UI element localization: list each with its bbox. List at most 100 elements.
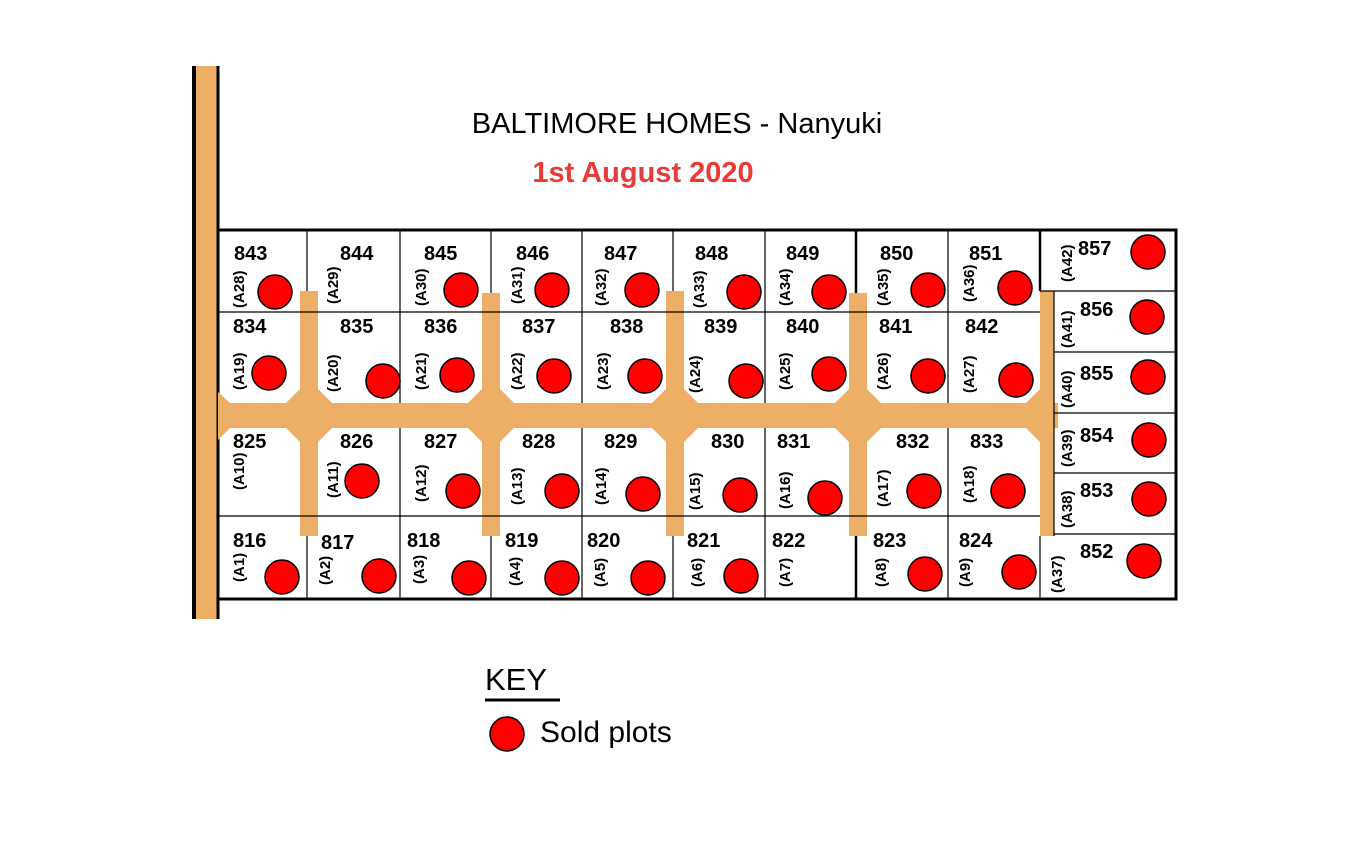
sold-marker — [807, 480, 843, 516]
plot-819[interactable]: 819(A4) — [505, 530, 580, 596]
plot-839[interactable]: 839(A24) — [687, 316, 764, 399]
plot-number: 825 — [233, 431, 266, 453]
plot-code: (A19) — [231, 352, 248, 390]
plot-code: (A21) — [413, 352, 430, 390]
plot-854[interactable]: 854(A39) — [1059, 422, 1167, 467]
sold-marker — [723, 558, 759, 594]
plot-831[interactable]: 831(A16) — [777, 431, 843, 516]
plot-852[interactable]: 852(A37) — [1049, 541, 1162, 593]
plot-837[interactable]: 837(A22) — [509, 316, 572, 394]
plot-843[interactable]: 843(A28) — [231, 243, 293, 310]
page-title: BALTIMORE HOMES - Nanyuki — [472, 108, 882, 140]
plot-817[interactable]: 817(A2) — [317, 532, 397, 594]
plot-code: (A10) — [231, 452, 248, 490]
plot-823[interactable]: 823 (A8) — [873, 530, 943, 592]
plot-844[interactable]: 844(A29) — [325, 243, 374, 304]
plot-838[interactable]: 838(A23) — [595, 316, 663, 394]
sold-marker — [1130, 234, 1166, 270]
plot-846[interactable]: 846(A31) — [509, 243, 570, 308]
plot-842[interactable]: 842(A27) — [961, 316, 1034, 398]
plot-code: (A39) — [1059, 429, 1076, 467]
plot-821[interactable]: 821(A6) — [687, 530, 759, 594]
plot-code: (A26) — [875, 352, 892, 390]
plot-836[interactable]: 836 (A21) — [413, 316, 475, 393]
plot-829[interactable]: 829(A14) — [593, 431, 661, 512]
sold-marker — [544, 473, 580, 509]
plot-number: 822 — [772, 530, 805, 552]
plot-828[interactable]: 828 (A13) — [509, 431, 580, 509]
plot-851[interactable]: 851(A36) — [961, 243, 1033, 306]
plot-number: 843 — [234, 243, 267, 265]
internal-roads — [218, 291, 1058, 536]
sold-marker — [445, 473, 481, 509]
plot-848[interactable]: 848(A33) — [691, 243, 762, 310]
plot-824[interactable]: 824(A9) — [957, 530, 1037, 590]
plot-code: (A7) — [777, 558, 794, 587]
plot-number: 856 — [1080, 299, 1113, 321]
plot-830[interactable]: 830(A15) — [687, 431, 758, 513]
plot-code: (A17) — [875, 469, 892, 507]
plot-853[interactable]: 853(A38) — [1059, 480, 1167, 528]
plot-841[interactable]: 841(A26) — [875, 316, 946, 394]
sold-marker — [811, 356, 847, 392]
plot-code: (A13) — [509, 467, 526, 505]
plot-number: 827 — [424, 431, 457, 453]
plot-code: (A33) — [691, 270, 708, 308]
key-title: KEY — [485, 662, 547, 697]
sold-marker — [257, 274, 293, 310]
plot-number: 852 — [1080, 541, 1113, 563]
plot-816[interactable]: 816(A1) — [231, 530, 300, 595]
plot-number: 828 — [522, 431, 555, 453]
plot-833[interactable]: 833(A18) — [961, 431, 1026, 509]
plot-826[interactable]: 826(A11) — [325, 431, 380, 499]
plot-857[interactable]: 857(A42) — [1059, 234, 1166, 282]
plot-number: 820 — [587, 530, 620, 552]
plot-820[interactable]: 820(A5) — [587, 530, 666, 596]
plot-835[interactable]: 835(A20) — [325, 316, 401, 399]
plot-code: (A31) — [509, 266, 526, 304]
plot-825[interactable]: 825(A10) — [231, 431, 266, 490]
plot-856[interactable]: 856(A41) — [1059, 299, 1165, 348]
plot-code: (A11) — [325, 461, 342, 498]
plot-code: (A16) — [777, 471, 794, 509]
plot-832[interactable]: 832(A17) — [875, 431, 942, 509]
sold-marker — [907, 556, 943, 592]
plot-code: (A25) — [777, 352, 794, 390]
plot-822[interactable]: 822 (A7) — [772, 530, 805, 587]
road-vertical-1 — [300, 291, 318, 536]
plot-number: 823 — [873, 530, 906, 552]
plot-number: 836 — [424, 316, 457, 338]
sold-marker — [624, 272, 660, 308]
sold-marker — [1131, 422, 1167, 458]
plot-840[interactable]: 840(A25) — [777, 316, 847, 392]
plot-850[interactable]: 850(A35) — [875, 243, 946, 308]
plot-code: (A38) — [1059, 490, 1076, 528]
plot-847[interactable]: 847(A32) — [593, 243, 660, 308]
plot-855[interactable]: 855(A40) — [1059, 359, 1166, 408]
sold-marker — [1001, 554, 1037, 590]
plot-845[interactable]: 845(A30) — [413, 243, 479, 308]
sold-marker — [451, 560, 487, 596]
road-horizontal — [218, 403, 1058, 428]
sold-marker — [534, 272, 570, 308]
plot-code: (A24) — [687, 355, 704, 393]
plot-code: (A36) — [961, 264, 978, 302]
road-vertical-4 — [849, 293, 867, 536]
plot-code: (A40) — [1059, 370, 1076, 408]
sold-marker — [630, 560, 666, 596]
plot-number: 851 — [969, 243, 1002, 265]
plot-number: 854 — [1080, 425, 1114, 447]
sold-marker — [1131, 481, 1167, 517]
plot-827[interactable]: 827(A12) — [413, 431, 481, 509]
plot-number: 857 — [1078, 238, 1111, 260]
plot-number: 817 — [321, 532, 354, 554]
plot-number: 842 — [965, 316, 998, 338]
plot-code: (A41) — [1059, 310, 1076, 348]
plot-818[interactable]: 818(A3) — [407, 530, 487, 596]
plot-code: (A8) — [873, 558, 890, 587]
sold-marker — [365, 363, 401, 399]
plot-834[interactable]: 834(A19) — [231, 316, 287, 391]
plot-849[interactable]: 849(A34) — [777, 243, 847, 310]
sold-marker — [625, 476, 661, 512]
sold-marker — [997, 270, 1033, 306]
